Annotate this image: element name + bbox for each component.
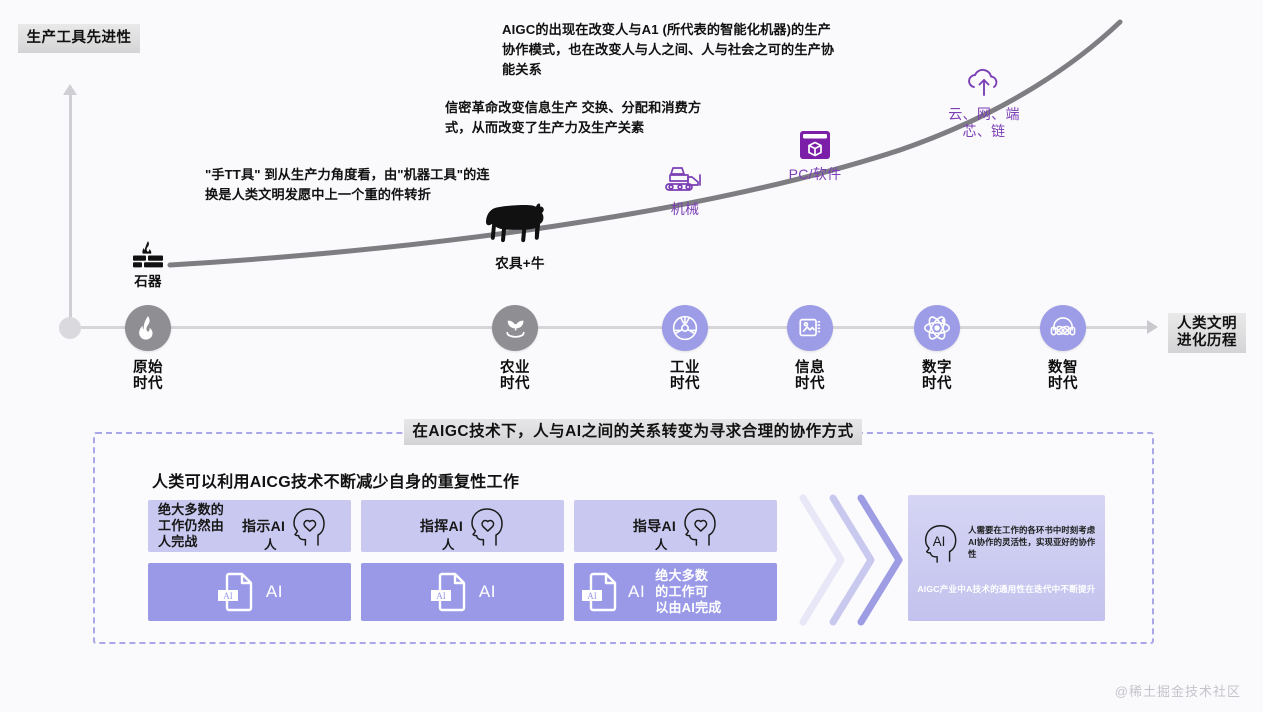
pc-software-icon bbox=[800, 131, 830, 159]
milestone-cow: 农具+牛 bbox=[470, 196, 570, 272]
collab-card-2-top: 指挥AI 人 bbox=[361, 500, 564, 552]
aigc-panel-heading: 人类可以利用AICG技术不断减少自身的重复性工作 bbox=[152, 474, 520, 491]
note-info: 信密革命改变信息生产 交换、分配和消费方式，从而改变了生产力及生产关素 bbox=[445, 100, 702, 135]
x-axis-title-line1: 人类文明 bbox=[1177, 315, 1237, 332]
cow-icon bbox=[486, 203, 544, 243]
milestone-machine-label: 机械 bbox=[670, 201, 700, 217]
summary-card[interactable]: AI 人需要在工作的各环书中时刻考虑 AI协作的灵活性，实现亚好的协作性 AIG… bbox=[908, 495, 1105, 621]
era-bubble-intelligent bbox=[1040, 305, 1086, 351]
y-axis-arrow-icon bbox=[63, 84, 77, 95]
collab-card-1-ai-label: AI bbox=[265, 582, 284, 601]
collab-card-1-instruct-label: 指示AI bbox=[242, 518, 286, 534]
era-bubble-industrial bbox=[662, 305, 708, 351]
aigc-panel-header-chip: 在AIGC技术下，人与AI之间的关系转变为寻求合理的协作方式 bbox=[404, 419, 862, 445]
collab-card-2-person-label: 人 bbox=[441, 538, 455, 552]
headset-ai-icon bbox=[1050, 317, 1076, 336]
era-node-agriculture[interactable]: 农业时代 bbox=[472, 305, 558, 392]
media-icon bbox=[799, 318, 821, 337]
head-heart-icon bbox=[293, 508, 325, 546]
collab-card-3-person-label: 人 bbox=[654, 538, 668, 552]
bulldozer-icon bbox=[665, 167, 701, 191]
collab-card-2-instruct-label: 指挥AI bbox=[419, 518, 464, 534]
summary-card-footer: AIGC产业中A技术的通用性在迭代中不断提升 bbox=[917, 584, 1096, 594]
note-tool: "手TT具" 到从生产力角度看，由"机器工具"的连换是人类文明发愿中上一个重的件… bbox=[205, 167, 490, 202]
fire-icon bbox=[139, 316, 153, 340]
chevron-arrows-icon bbox=[799, 494, 903, 626]
era-bubble-primitive bbox=[125, 305, 171, 351]
cloud-upload-icon bbox=[968, 68, 998, 96]
svg-text:AI: AI bbox=[933, 534, 946, 549]
summary-card-top: AI 人需要在工作的各环书中时刻考虑 AI协作的灵活性，实现亚好的协作性 bbox=[918, 519, 1098, 565]
collab-card-3-bottom-caption: 绝大多数 的工作可 以由AI完成 bbox=[655, 567, 722, 616]
collab-card-1-bottom: AI AI bbox=[148, 563, 351, 621]
collab-card-2-ai-label: AI bbox=[478, 582, 497, 601]
svg-text:AI: AI bbox=[436, 591, 446, 601]
x-axis-arrow-icon bbox=[1147, 320, 1158, 334]
collab-card-1-left-caption: 绝大多数的 工作仍然由 人完战 bbox=[158, 502, 225, 549]
milestone-cloud-label: 云、网、端 芯、链 bbox=[948, 106, 1020, 139]
head-ai-icon: AI bbox=[924, 525, 957, 563]
collab-card-1-top: 绝大多数的 工作仍然由 人完战 指示AI 人 bbox=[148, 500, 351, 552]
era-bubble-agriculture bbox=[492, 305, 538, 351]
era-label-digital: 数字时代 bbox=[922, 360, 952, 393]
era-node-information[interactable]: 信息时代 bbox=[767, 305, 853, 392]
milestone-machine: 机械 bbox=[652, 163, 718, 218]
atom-icon bbox=[924, 316, 950, 340]
collab-card-3-top: 指导AI 人 bbox=[574, 500, 777, 552]
milestone-cloud: 云、网、端 芯、链 bbox=[938, 68, 1030, 140]
era-node-digital[interactable]: 数字时代 bbox=[894, 305, 980, 392]
x-axis-line bbox=[69, 326, 1149, 329]
era-label-intelligent: 数智时代 bbox=[1048, 360, 1078, 393]
era-label-agriculture: 农业时代 bbox=[500, 360, 530, 393]
era-label-information: 信息时代 bbox=[795, 360, 825, 393]
era-bubble-digital bbox=[914, 305, 960, 351]
x-axis-title-line2: 进化历程 bbox=[1177, 333, 1237, 349]
x-axis-title-chip: 人类文明 进化历程 bbox=[1168, 313, 1246, 353]
milestone-cow-label: 农具+牛 bbox=[495, 256, 545, 271]
collab-card-2[interactable]: 指挥AI 人 AI AI bbox=[361, 500, 564, 621]
milestone-pc-label: PC/软件 bbox=[788, 166, 842, 182]
collab-card-3-bottom: AI AI 绝大多数 的工作可 以由AI完成 bbox=[574, 563, 777, 621]
collab-card-3[interactable]: 指导AI 人 AI AI 绝大多数 的工作可 以由A bbox=[574, 500, 777, 621]
summary-card-text: 人需要在工作的各环书中时刻考虑 AI协作的灵活性，实现亚好的协作性 bbox=[968, 524, 1096, 560]
note-aigc: AIGC的出现在改变人与A1 (所代表的智能化机器)的生产协作模式，也在改变人与… bbox=[502, 22, 835, 77]
era-node-industrial[interactable]: 工业时代 bbox=[642, 305, 728, 392]
era-label-industrial: 工业时代 bbox=[670, 360, 700, 393]
y-axis-title-chip: 生产工具先进性 bbox=[18, 24, 140, 53]
milestone-stone: 石器 bbox=[120, 240, 176, 290]
head-heart-icon bbox=[471, 508, 503, 546]
era-node-primitive[interactable]: 原始时代 bbox=[105, 305, 191, 392]
collab-card-1[interactable]: 绝大多数的 工作仍然由 人完战 指示AI 人 AI bbox=[148, 500, 351, 621]
gear-wheel-icon bbox=[672, 315, 698, 341]
milestone-pc: PC/软件 bbox=[775, 128, 855, 183]
svg-text:AI: AI bbox=[587, 591, 597, 601]
ai-document-icon: AI bbox=[217, 572, 253, 612]
era-label-primitive: 原始时代 bbox=[133, 360, 163, 393]
collab-card-3-instruct-label: 指导AI bbox=[632, 518, 677, 534]
head-heart-icon bbox=[684, 508, 716, 546]
collab-card-2-bottom: AI AI bbox=[361, 563, 564, 621]
era-bubble-information bbox=[787, 305, 833, 351]
collab-card-1-person-label: 人 bbox=[264, 538, 277, 552]
stone-fire-icon bbox=[133, 241, 163, 268]
milestone-stone-label: 石器 bbox=[134, 274, 162, 289]
origin-dot bbox=[59, 317, 81, 339]
collab-card-3-ai-label: AI bbox=[628, 582, 646, 601]
sprout-icon bbox=[505, 320, 525, 338]
watermark: @稀土掘金技术社区 bbox=[1114, 684, 1241, 699]
y-axis-line bbox=[69, 90, 72, 330]
svg-text:AI: AI bbox=[223, 591, 233, 601]
era-node-intelligent[interactable]: 数智时代 bbox=[1020, 305, 1106, 392]
ai-document-icon: AI bbox=[582, 572, 617, 612]
ai-document-icon: AI bbox=[430, 572, 466, 612]
